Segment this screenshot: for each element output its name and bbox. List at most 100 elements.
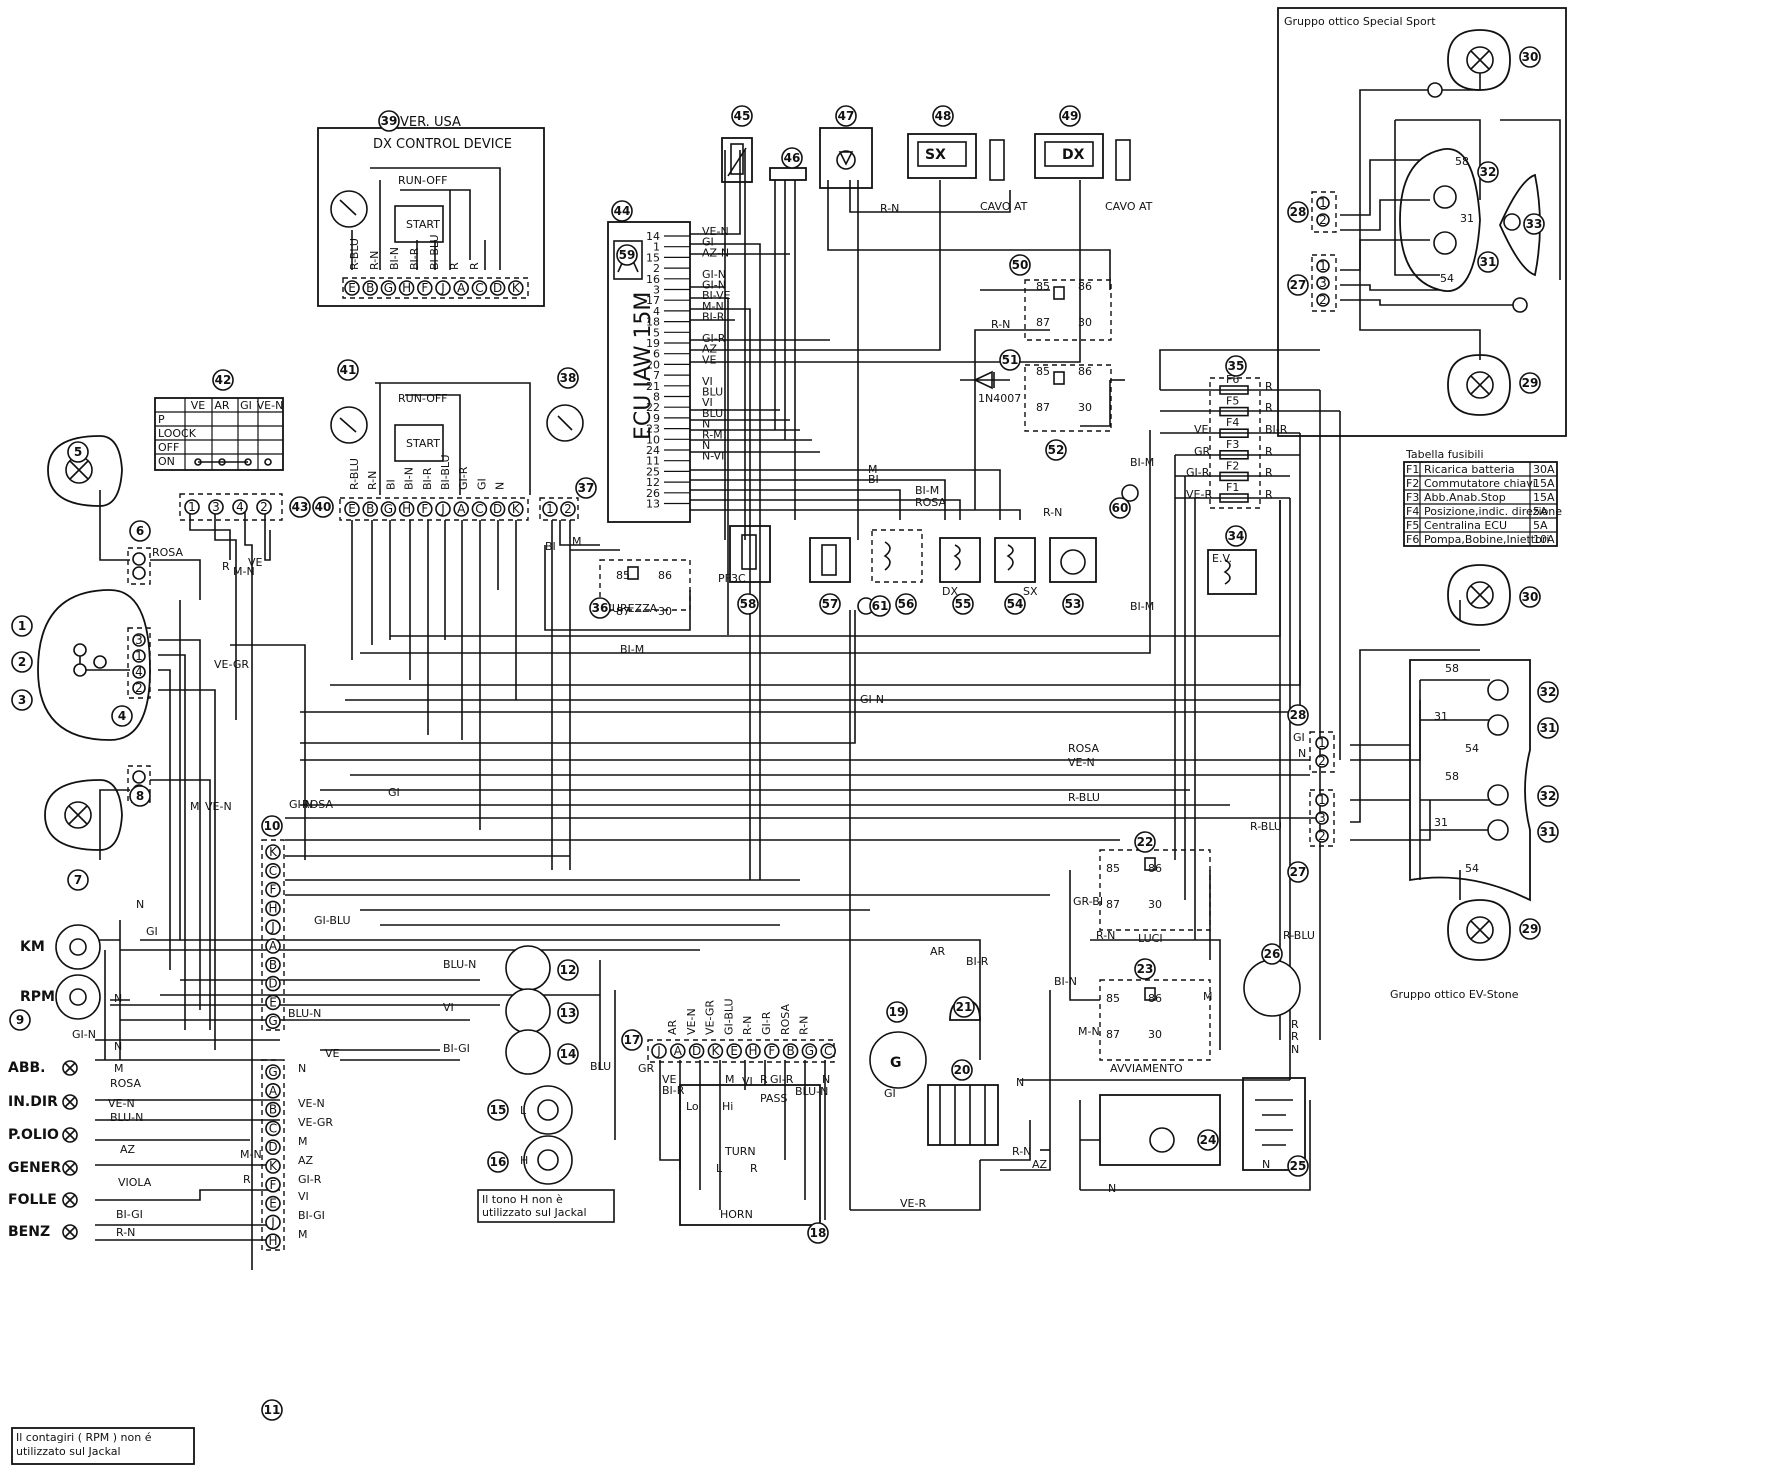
- coil-sx-label: SX: [1023, 585, 1038, 598]
- wire-label: R-N: [1096, 929, 1115, 942]
- ecu-pin-number: 22: [646, 401, 660, 414]
- wire-label: VE-N: [298, 1097, 325, 1110]
- fuse-body: [1219, 428, 1249, 439]
- wire-label: ROSA: [1068, 742, 1099, 755]
- component-number: 53: [1062, 593, 1084, 615]
- lower-center: [477, 945, 1306, 1226]
- component-number: 41: [337, 359, 359, 381]
- connector-39-pin-label: G: [384, 281, 393, 295]
- dash-lamp-cross: [64, 1062, 76, 1074]
- connector-17-wire: VE-N: [685, 1008, 698, 1035]
- component-id: 44: [614, 204, 631, 218]
- wire-label: GI: [388, 786, 400, 799]
- lamp-terminal-label: 54: [1440, 272, 1454, 285]
- component-number: 54: [1004, 593, 1026, 615]
- component-id: 15: [490, 1103, 507, 1117]
- wire-label: GI-N: [72, 1028, 96, 1041]
- wire-label: N: [1298, 747, 1306, 760]
- connector-17-pin: [782, 1043, 799, 1059]
- ecu-pin-wire: BLU: [702, 407, 723, 420]
- switch-pass: PASS: [760, 1092, 787, 1105]
- dashboard: [55, 839, 285, 1251]
- component-number: 15: [487, 1099, 509, 1121]
- component-id: 58: [740, 597, 757, 611]
- component-id: 53: [1065, 597, 1082, 611]
- fuse-body: [1219, 471, 1249, 482]
- component-id: 9: [16, 1013, 24, 1027]
- connector-39-wire: BI-BLU: [428, 234, 441, 270]
- component-circle: [611, 200, 633, 222]
- wire-label: BI: [868, 473, 879, 486]
- component-circle: [261, 815, 283, 837]
- dash-lamp-label: BENZ: [8, 1224, 50, 1240]
- wire-label: GI-N: [860, 693, 884, 706]
- plug-pin-label: 2: [1318, 829, 1326, 843]
- connector-17-wire: GI-R: [760, 1011, 773, 1035]
- connector-39-pin-label: F: [421, 281, 428, 295]
- wire-label: VE-R: [900, 1197, 926, 1210]
- connector-10-pin-label: J: [270, 920, 275, 934]
- component-circle: [999, 349, 1021, 371]
- component-number: 35: [1225, 355, 1247, 377]
- component-circle: [1519, 372, 1541, 394]
- component-number: 32: [1477, 161, 1499, 183]
- fuse-body: [1219, 406, 1249, 417]
- fuse-body: [1219, 449, 1249, 460]
- wire-label: N: [1108, 1182, 1116, 1195]
- fuse-table-amp: 30A: [1533, 463, 1555, 476]
- connector-10-pin: [265, 844, 281, 860]
- relays: [599, 279, 1211, 1061]
- wire-label: BI-M: [1130, 600, 1154, 613]
- ev-stone-group: [1309, 564, 1531, 961]
- fuse-body: [1219, 385, 1249, 395]
- switch-hi: Hi: [722, 1100, 733, 1113]
- key-connector-pin: [208, 499, 224, 515]
- dash-lamp-cross: [64, 1162, 76, 1174]
- component-circle: [487, 1099, 509, 1121]
- relay-pin: 86: [1078, 365, 1092, 378]
- connector-17-pin-label: B: [786, 1044, 794, 1058]
- connector-11-pin-label: H: [268, 1234, 277, 1248]
- connector-17-pin: [688, 1043, 705, 1059]
- component-id: 8: [136, 789, 144, 803]
- ecu-pin-wire: AZ: [702, 343, 718, 356]
- wire-label: VE: [325, 1047, 340, 1060]
- wire-label: R-N: [880, 202, 899, 215]
- ecu-pin-number: 17: [646, 294, 660, 307]
- wire-label: VE: [662, 1073, 677, 1086]
- component-id: 13: [560, 1006, 577, 1020]
- wire-label: R: [1265, 380, 1273, 393]
- connector-11-pin: [265, 1139, 281, 1155]
- wire-label: GI: [1293, 731, 1305, 744]
- connector-40-pin: [507, 501, 524, 517]
- ecu-pin-wire: VE-N: [702, 225, 729, 238]
- connector-37-pin-label: 1: [546, 502, 554, 516]
- component-number: 39: [378, 110, 400, 132]
- component-id: 34: [1228, 529, 1245, 543]
- component-id: 30: [1522, 50, 1539, 64]
- wire-label: ROSA: [302, 798, 333, 811]
- lamp-terminal-label: 54: [1465, 862, 1479, 875]
- ecu-pin-number: 11: [646, 455, 660, 468]
- connector-10-pin: [265, 1013, 281, 1030]
- wire-label: R-BLU: [1283, 929, 1315, 942]
- key-connector-pin: [256, 499, 272, 515]
- wire-label: BI-M: [1130, 456, 1154, 469]
- wire-label: BI-R: [662, 1084, 685, 1097]
- wire-label: R-BLU: [1250, 820, 1282, 833]
- connector-40-pin: [344, 501, 360, 517]
- ecu-pin-number: 19: [646, 337, 660, 350]
- connector-17-pin-label: C: [824, 1044, 832, 1058]
- component-id: 31: [1540, 825, 1557, 839]
- component-circle: [1537, 717, 1559, 739]
- component-number: 29: [1519, 372, 1541, 394]
- component-circle: [737, 593, 759, 615]
- component-id: 7: [74, 873, 82, 887]
- connector-11-pin: [265, 1083, 281, 1099]
- fuse-table-desc: Centralina ECU: [1424, 519, 1507, 532]
- wire-label: GR-BI: [1073, 895, 1103, 908]
- wire-label: N: [1291, 1043, 1299, 1056]
- component-id: 33: [1526, 217, 1543, 231]
- component-number: 45: [731, 105, 753, 127]
- connector-40-pin: [380, 501, 397, 517]
